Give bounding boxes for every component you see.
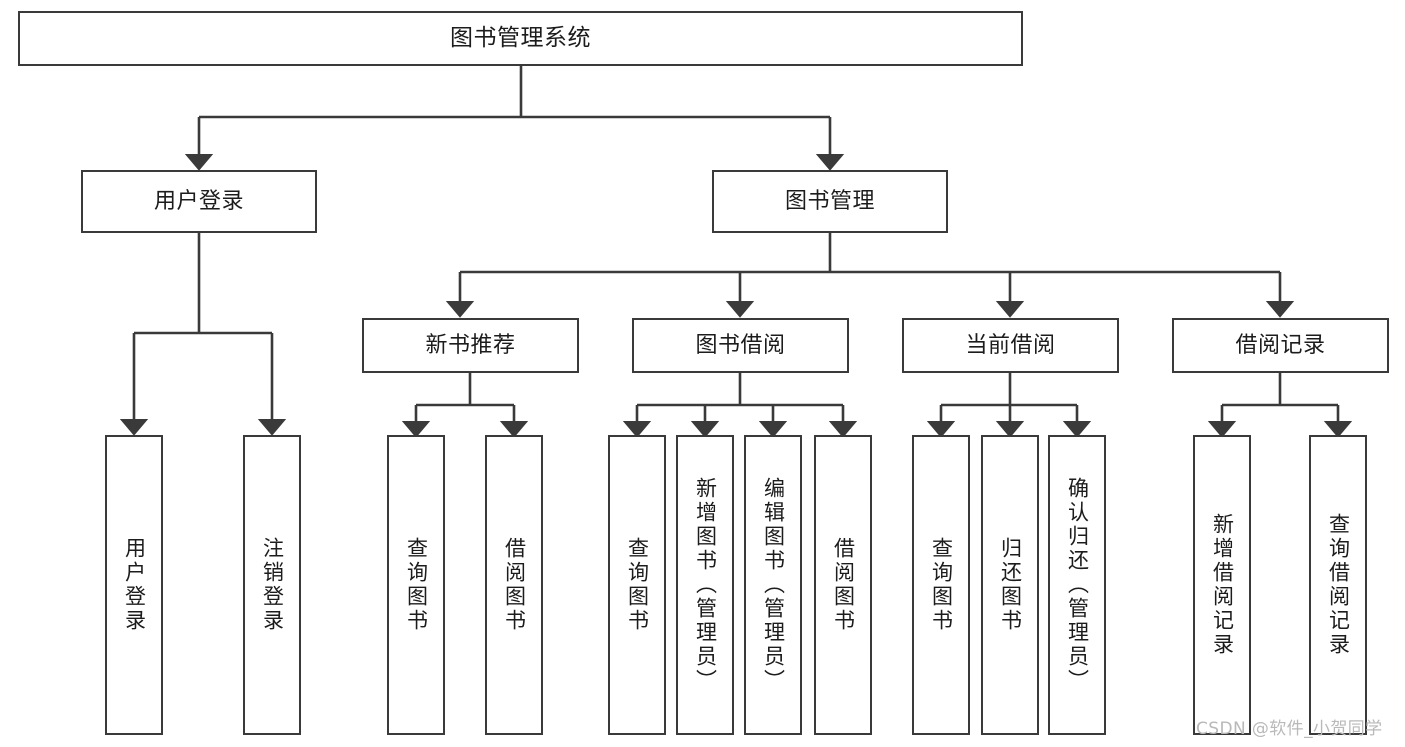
leaf-query-book-current[interactable]: 查询图书 <box>912 435 970 735</box>
leaf-add-book-admin[interactable]: 新增图书（管理员） <box>676 435 734 735</box>
node-new-book-recommend[interactable]: 新书推荐 <box>362 318 579 373</box>
node-label: 编辑图书（管理员） <box>761 477 786 693</box>
node-label: 查询图书 <box>404 537 429 633</box>
leaf-query-borrow-record[interactable]: 查询借阅记录 <box>1309 435 1367 735</box>
node-label: 归还图书 <box>998 537 1023 633</box>
node-label: 新增借阅记录 <box>1210 513 1235 657</box>
node-current-borrow[interactable]: 当前借阅 <box>902 318 1119 373</box>
node-label: 图书借阅 <box>695 332 786 358</box>
leaf-user-login[interactable]: 用户登录 <box>105 435 163 735</box>
node-label: 用户登录 <box>122 537 147 633</box>
node-label: 新增图书（管理员） <box>693 477 718 693</box>
node-label: 借阅图书 <box>502 537 527 633</box>
node-book-borrow[interactable]: 图书借阅 <box>632 318 849 373</box>
leaf-borrow-book[interactable]: 借阅图书 <box>814 435 872 735</box>
leaf-borrow-book-recommend[interactable]: 借阅图书 <box>485 435 543 735</box>
node-label: 当前借阅 <box>965 332 1056 358</box>
node-label: 确认归还（管理员） <box>1065 477 1090 693</box>
leaf-user-logout[interactable]: 注销登录 <box>243 435 301 735</box>
node-user-login[interactable]: 用户登录 <box>81 170 317 233</box>
node-label: 查询借阅记录 <box>1326 513 1351 657</box>
leaf-query-book-borrow[interactable]: 查询图书 <box>608 435 666 735</box>
leaf-confirm-return-admin[interactable]: 确认归还（管理员） <box>1048 435 1106 735</box>
node-label: 用户登录 <box>153 188 244 214</box>
leaf-query-book-recommend[interactable]: 查询图书 <box>387 435 445 735</box>
node-label: 借阅图书 <box>831 537 856 633</box>
node-label: 借阅记录 <box>1235 332 1326 358</box>
node-label: 图书管理 <box>784 188 875 214</box>
leaf-return-book[interactable]: 归还图书 <box>981 435 1039 735</box>
leaf-add-borrow-record[interactable]: 新增借阅记录 <box>1193 435 1251 735</box>
node-label: 查询图书 <box>625 537 650 633</box>
node-book-management[interactable]: 图书管理 <box>712 170 948 233</box>
node-label: 查询图书 <box>929 537 954 633</box>
node-label: 图书管理系统 <box>450 24 591 51</box>
node-label: 新书推荐 <box>425 332 516 358</box>
node-book-management-system[interactable]: 图书管理系统 <box>18 11 1023 66</box>
node-borrow-record[interactable]: 借阅记录 <box>1172 318 1389 373</box>
node-label: 注销登录 <box>260 537 285 633</box>
leaf-edit-book-admin[interactable]: 编辑图书（管理员） <box>744 435 802 735</box>
